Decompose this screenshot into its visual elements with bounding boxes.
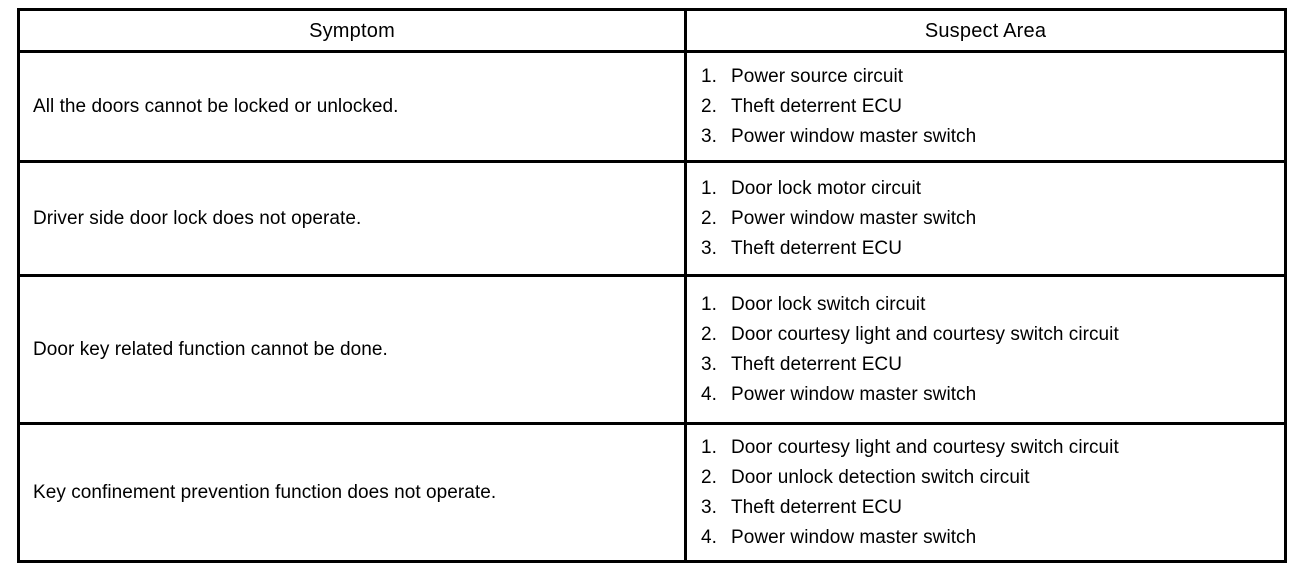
table-header-row: Symptom Suspect Area — [17, 8, 1287, 53]
table-row: Door key related function cannot be done… — [17, 274, 1287, 425]
list-item-label: Door lock motor circuit — [731, 177, 922, 199]
symptom-cell: Driver side door lock does not operate. — [17, 160, 687, 277]
list-item-label: Power window master switch — [731, 125, 977, 147]
list-item-label: Power source circuit — [731, 65, 904, 87]
suspect-area-list: 1. Door lock motor circuit 2. Power wind… — [687, 167, 1284, 271]
list-item-number: 2. — [701, 95, 717, 117]
list-item-label: Power window master switch — [731, 207, 977, 229]
table-row: Key confinement prevention function does… — [17, 422, 1287, 563]
list-item-number: 2. — [701, 323, 717, 345]
list-item-label: Door unlock detection switch circuit — [731, 466, 1030, 488]
suspect-area-cell: 1. Door lock motor circuit 2. Power wind… — [684, 160, 1287, 277]
symptom-cell: All the doors cannot be locked or unlock… — [17, 50, 687, 163]
list-item-label: Door courtesy light and courtesy switch … — [731, 323, 1119, 345]
list-item-number: 2. — [701, 466, 717, 488]
symptom-text: Key confinement prevention function does… — [33, 481, 497, 503]
list-item-label: Theft deterrent ECU — [731, 237, 902, 259]
list-item-number: 1. — [701, 65, 717, 87]
list-item: 2. Power window master switch — [701, 204, 1276, 234]
list-item-number: 3. — [701, 237, 717, 259]
table-row: Driver side door lock does not operate. … — [17, 160, 1287, 277]
list-item-number: 3. — [701, 353, 717, 375]
list-item-label: Theft deterrent ECU — [731, 496, 902, 518]
list-item: 3. Theft deterrent ECU — [701, 234, 1276, 264]
list-item-label: Power window master switch — [731, 526, 977, 548]
symptom-text: All the doors cannot be locked or unlock… — [33, 95, 399, 117]
list-item: 1. Door lock switch circuit — [701, 290, 1276, 320]
list-item-number: 4. — [701, 383, 717, 405]
symptom-text: Door key related function cannot be done… — [33, 338, 388, 360]
list-item: 2. Door unlock detection switch circuit — [701, 463, 1276, 493]
list-item-number: 4. — [701, 526, 717, 548]
symptom-cell: Key confinement prevention function does… — [17, 422, 687, 563]
symptom-suspect-area-table: Symptom Suspect Area All the doors canno… — [17, 8, 1287, 563]
suspect-area-cell: 1. Door courtesy light and courtesy swit… — [684, 422, 1287, 563]
list-item-number: 3. — [701, 125, 717, 147]
list-item: 2. Door courtesy light and courtesy swit… — [701, 320, 1276, 350]
list-item-number: 1. — [701, 293, 717, 315]
suspect-area-cell: 1. Door lock switch circuit 2. Door cour… — [684, 274, 1287, 425]
symptom-cell: Door key related function cannot be done… — [17, 274, 687, 425]
symptom-text: Driver side door lock does not operate. — [33, 207, 362, 229]
column-header-symptom: Symptom — [17, 8, 687, 53]
list-item: 1. Door lock motor circuit — [701, 174, 1276, 204]
list-item-number: 1. — [701, 436, 717, 458]
list-item-label: Power window master switch — [731, 383, 977, 405]
list-item-label: Theft deterrent ECU — [731, 95, 902, 117]
list-item: 3. Theft deterrent ECU — [701, 350, 1276, 380]
list-item: 3. Power window master switch — [701, 122, 1276, 152]
list-item: 2. Theft deterrent ECU — [701, 92, 1276, 122]
column-header-suspect-area-label: Suspect Area — [924, 19, 1047, 42]
list-item: 4. Power window master switch — [701, 380, 1276, 410]
column-header-suspect-area: Suspect Area — [684, 8, 1287, 53]
list-item: 1. Door courtesy light and courtesy swit… — [701, 433, 1276, 463]
list-item-label: Theft deterrent ECU — [731, 353, 902, 375]
list-item-number: 3. — [701, 496, 717, 518]
table-body: All the doors cannot be locked or unlock… — [17, 50, 1287, 563]
list-item-label: Door courtesy light and courtesy switch … — [731, 436, 1119, 458]
suspect-area-list: 1. Power source circuit 2. Theft deterre… — [687, 55, 1284, 159]
column-header-symptom-label: Symptom — [309, 19, 395, 42]
suspect-area-list: 1. Door courtesy light and courtesy swit… — [687, 426, 1284, 560]
list-item-number: 2. — [701, 207, 717, 229]
table-row: All the doors cannot be locked or unlock… — [17, 50, 1287, 163]
list-item: 4. Power window master switch — [701, 523, 1276, 553]
list-item: 1. Power source circuit — [701, 62, 1276, 92]
table-header: Symptom Suspect Area — [17, 8, 1287, 53]
suspect-area-list: 1. Door lock switch circuit 2. Door cour… — [687, 283, 1284, 417]
list-item-number: 1. — [701, 177, 717, 199]
list-item-label: Door lock switch circuit — [731, 293, 926, 315]
suspect-area-cell: 1. Power source circuit 2. Theft deterre… — [684, 50, 1287, 163]
list-item: 3. Theft deterrent ECU — [701, 493, 1276, 523]
